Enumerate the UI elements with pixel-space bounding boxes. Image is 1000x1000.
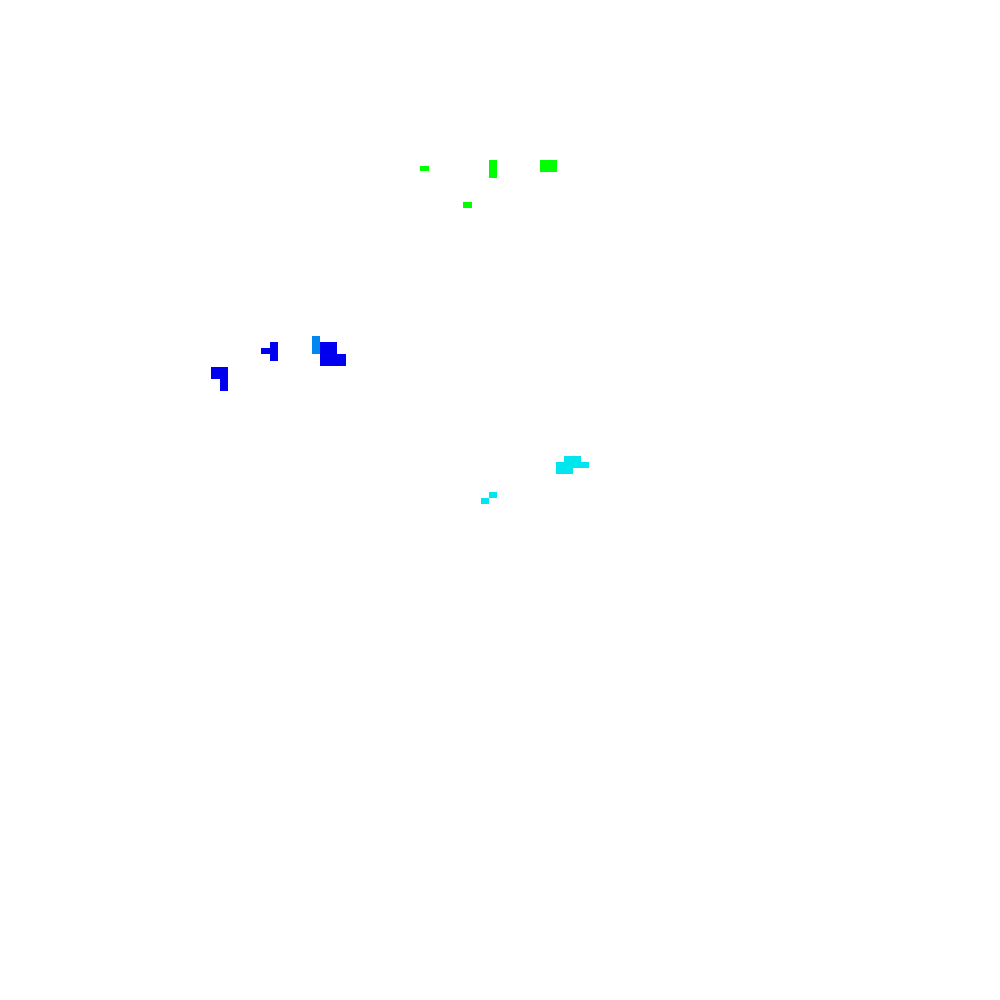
cyan-blob	[556, 462, 589, 468]
cyan-blob	[564, 456, 581, 462]
blue-blob	[270, 342, 278, 361]
green-blob	[420, 166, 429, 171]
light-blue-blob	[312, 336, 320, 354]
blue-blob	[320, 342, 337, 366]
green-blob	[463, 202, 472, 208]
cyan-blob	[556, 468, 573, 474]
green-blob	[540, 160, 557, 172]
blue-blob	[337, 354, 346, 366]
blue-blob	[261, 348, 271, 354]
cyan-blob	[489, 492, 497, 498]
blue-blob	[211, 367, 228, 379]
cyan-blob	[481, 498, 489, 504]
green-blob	[489, 160, 497, 178]
blue-blob	[220, 379, 228, 391]
